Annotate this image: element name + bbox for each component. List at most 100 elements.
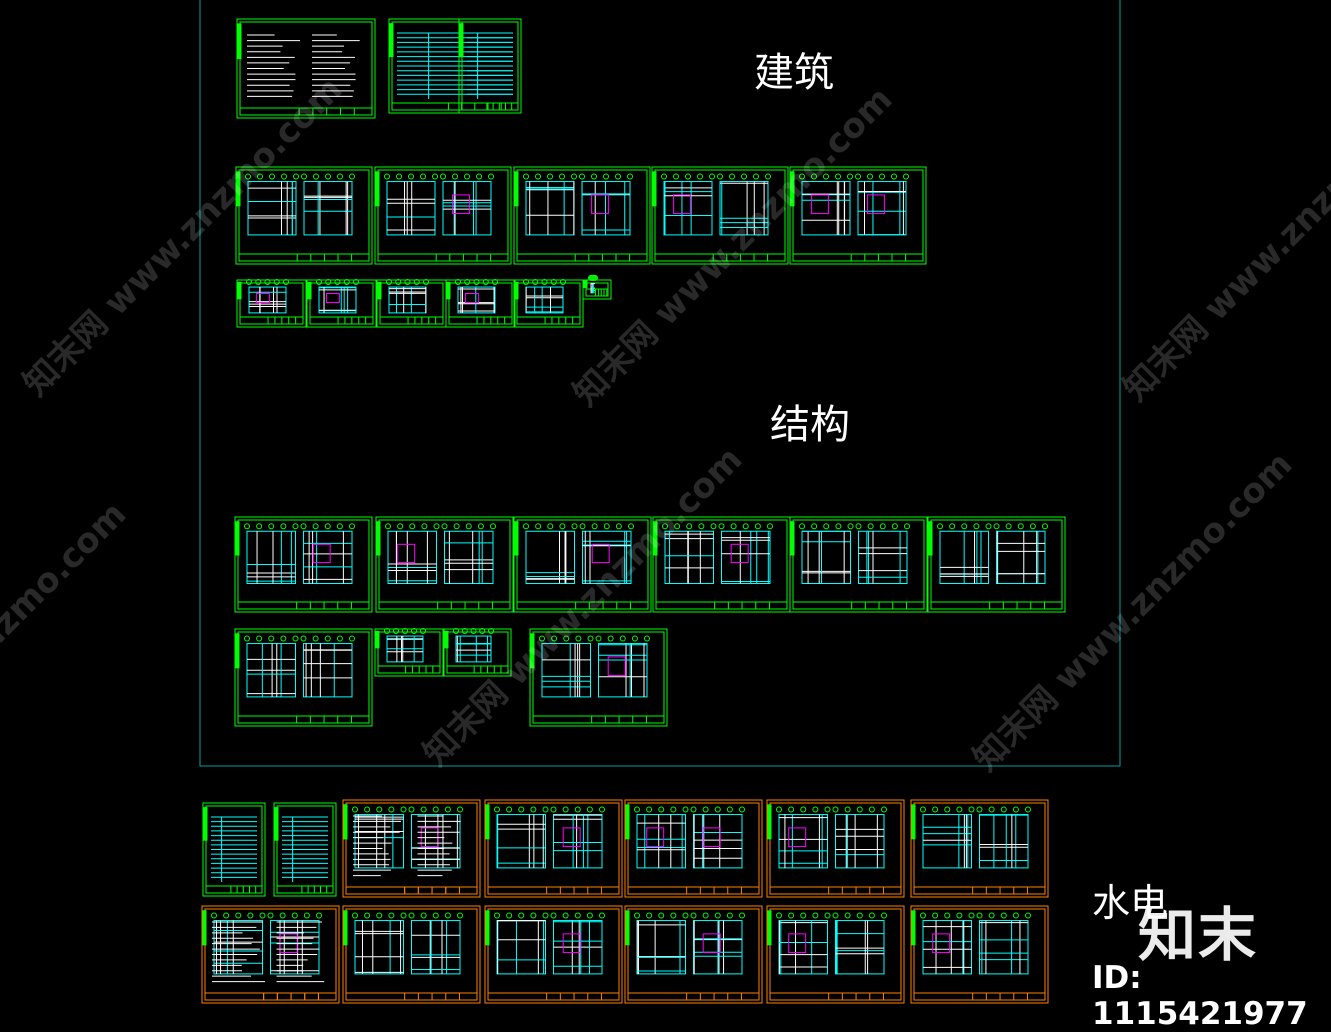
- axis-bubble: [717, 173, 723, 180]
- highlight-region: [702, 933, 721, 954]
- axis-bubble: [835, 173, 841, 180]
- axis-bubble: [729, 173, 735, 180]
- axis-bubble: [812, 806, 819, 813]
- drawing-sheet: [624, 799, 763, 898]
- axis-bubble: [550, 279, 557, 286]
- axis-bubble: [920, 912, 926, 919]
- axis-bubble: [542, 806, 549, 813]
- axis-bubble: [386, 279, 392, 286]
- plan-outline: [270, 920, 320, 975]
- axis-bubble: [800, 806, 807, 813]
- axis-bubble: [494, 806, 500, 813]
- axis-bubble: [563, 635, 570, 642]
- axis-bubble: [595, 635, 602, 642]
- binding-strip: [235, 633, 240, 669]
- plan-outline: [444, 530, 494, 584]
- axis-bubble: [571, 173, 577, 180]
- axis-bubble: [646, 806, 653, 813]
- plan-outline: [387, 530, 437, 584]
- sheet-inner-border: [378, 519, 511, 610]
- axis-bubble: [393, 628, 399, 635]
- axis-bubble: [465, 523, 472, 530]
- axis-bubble: [547, 523, 554, 530]
- binding-strip: [202, 910, 207, 946]
- highlight-region: [591, 543, 610, 564]
- axis-bubble: [551, 635, 558, 642]
- axis-bubble: [799, 523, 805, 530]
- axis-bubble: [753, 173, 759, 180]
- highlight-region: [867, 194, 885, 215]
- plan-outline: [303, 530, 353, 584]
- plan-outline: [318, 286, 357, 314]
- axis-bubble: [506, 912, 513, 919]
- axis-bubble: [506, 806, 513, 813]
- axis-bubble: [599, 912, 605, 919]
- axis-bubble: [603, 173, 609, 180]
- axis-bubble: [988, 912, 995, 919]
- axis-bubble: [388, 912, 395, 919]
- axis-bubble: [464, 173, 470, 180]
- axis-bubble: [488, 628, 494, 635]
- drawing-sheet: [789, 166, 927, 265]
- drawing-sheet: [443, 628, 512, 677]
- axis-bubble: [256, 523, 263, 530]
- binding-strip: [377, 281, 382, 300]
- axis-bubble: [575, 635, 582, 642]
- axis-bubble: [956, 806, 963, 813]
- axis-bubble: [532, 279, 539, 286]
- axis-bubble: [690, 806, 697, 813]
- sheet-inner-border: [309, 282, 374, 325]
- drawing-sheet: [624, 905, 763, 1004]
- axis-bubble: [388, 806, 395, 813]
- axis-bubble: [920, 806, 926, 813]
- axis-bubble: [579, 173, 585, 180]
- axis-bubble: [961, 523, 968, 530]
- axis-bubble: [670, 912, 677, 919]
- axis-bubble: [470, 628, 477, 635]
- axis-bubble: [259, 912, 266, 919]
- sheet-inner-border: [237, 631, 370, 724]
- drawing-sheet: [910, 799, 1049, 898]
- axis-bubble: [682, 912, 689, 919]
- axis-bubble: [847, 523, 854, 530]
- axis-bubble: [968, 806, 975, 813]
- axis-bubble: [523, 279, 529, 286]
- axis-bubble: [1025, 806, 1031, 813]
- drawing-sheet: [789, 516, 928, 613]
- binding-strip: [767, 910, 772, 946]
- plan-outline: [582, 530, 632, 584]
- axis-bubble: [739, 806, 745, 813]
- axis-bubble: [591, 173, 597, 180]
- binding-strip: [485, 804, 490, 840]
- axis-bubble: [283, 279, 289, 286]
- axis-bubble: [432, 912, 439, 919]
- binding-strip: [446, 281, 451, 300]
- highlight-region: [325, 293, 340, 304]
- axis-bubble: [461, 628, 468, 635]
- binding-strip: [911, 910, 916, 946]
- axis-bubble: [627, 173, 633, 180]
- binding-strip: [375, 171, 380, 207]
- axis-bubble: [244, 635, 250, 642]
- drawing-sheet: [236, 18, 376, 119]
- axis-bubble: [765, 173, 771, 180]
- plan-outline: [525, 530, 575, 584]
- axis-bubble: [352, 912, 358, 919]
- axis-bubble: [376, 912, 383, 919]
- axis-bubble: [856, 806, 863, 813]
- axis-bubble: [397, 523, 404, 530]
- plan-outline: [248, 286, 287, 314]
- plan-outline: [835, 814, 885, 869]
- plan-outline: [979, 920, 1029, 975]
- axis-bubble: [518, 912, 525, 919]
- drawing-sheet: [342, 905, 481, 1004]
- axis-bubble: [325, 173, 331, 180]
- axis-bubble: [550, 806, 557, 813]
- sheet-inner-border: [516, 169, 648, 262]
- axis-bubble: [644, 635, 650, 642]
- axis-bubble: [824, 912, 831, 919]
- axis-bubble: [855, 173, 861, 180]
- highlight-region: [811, 194, 829, 215]
- highlight-region: [562, 827, 581, 848]
- axis-bubble: [268, 523, 275, 530]
